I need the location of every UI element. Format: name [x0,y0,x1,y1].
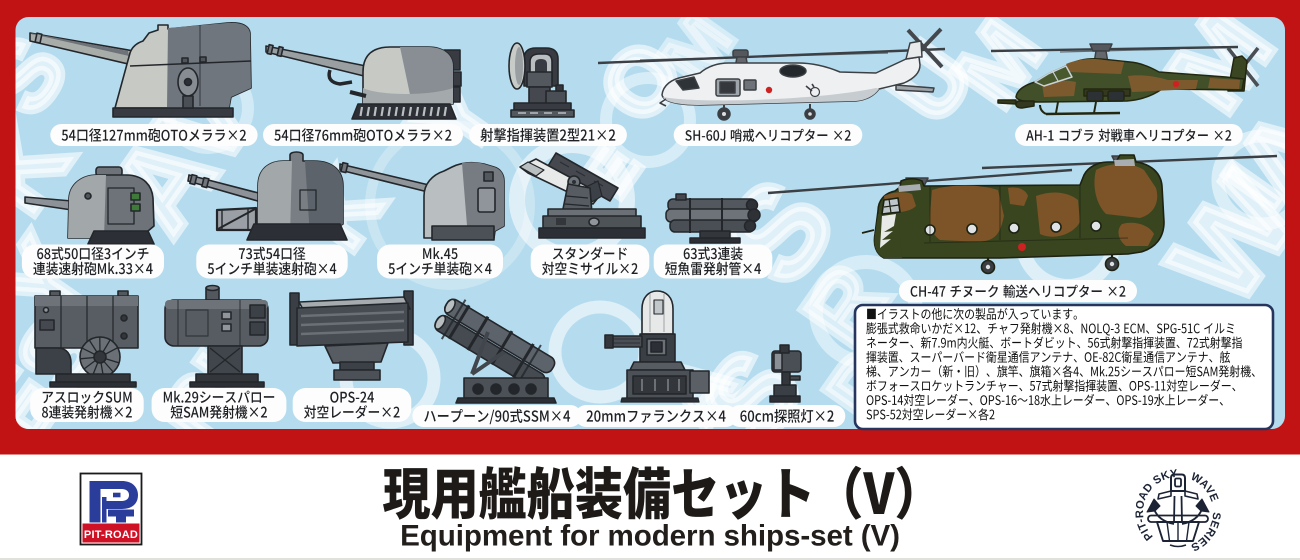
svg-text:Equipment for modern ships-set: Equipment for modern ships-set (V) [400,520,900,553]
svg-text:WAVE: WAVE [1189,471,1221,504]
svg-text:SERIES: SERIES [1189,512,1222,554]
svg-text:PIT-ROAD: PIT-ROAD [84,529,138,541]
